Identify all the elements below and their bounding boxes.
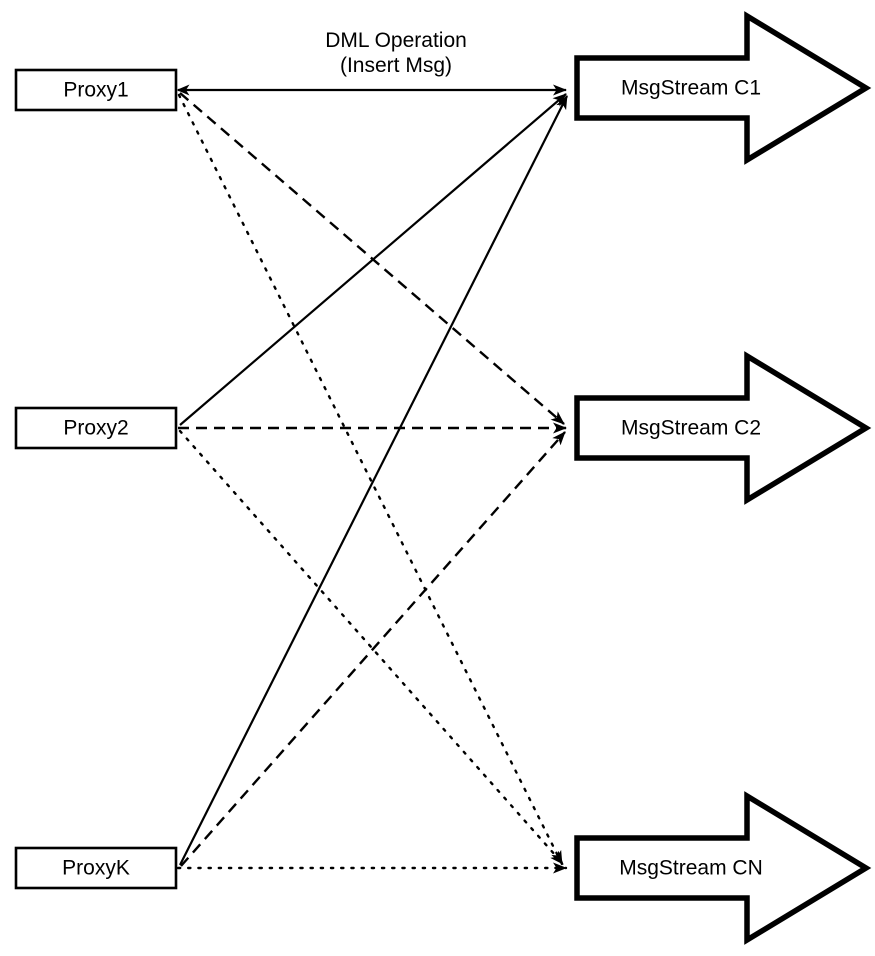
node-proxyk[interactable]: ProxyK xyxy=(14,846,178,890)
edge-annotation-dml-operation: DML Operation (Insert Msg) xyxy=(325,29,467,77)
stream-c1-arrow-shape[interactable] xyxy=(574,11,872,165)
proxyk-box[interactable] xyxy=(14,846,178,890)
stream-c1-label: MsgStream C1 xyxy=(621,77,761,100)
proxy-node-group: Proxy1 Proxy2 ProxyK xyxy=(14,68,178,890)
stream-c2-arrow-shape[interactable] xyxy=(574,351,872,505)
proxy2-label: Proxy2 xyxy=(63,417,128,440)
edge-proxyk-to-stream-c1[interactable] xyxy=(179,95,568,866)
node-stream-c2[interactable]: MsgStream C2 xyxy=(574,351,872,505)
proxy1-box[interactable] xyxy=(14,68,178,112)
node-proxy1[interactable]: Proxy1 xyxy=(14,68,178,112)
edge-proxy2-to-stream-c1[interactable] xyxy=(179,93,567,426)
node-stream-cn[interactable]: MsgStream CN xyxy=(574,791,872,945)
stream-node-group: MsgStream C1 MsgStream C2 MsgStream CN xyxy=(574,11,872,945)
annotation-line-2: (Insert Msg) xyxy=(340,54,452,77)
proxy2-box[interactable] xyxy=(14,406,178,450)
edge-proxy2-to-stream-cn[interactable] xyxy=(178,429,565,866)
node-proxy2[interactable]: Proxy2 xyxy=(14,406,178,450)
proxyk-label: ProxyK xyxy=(62,857,130,880)
annotation-line-1: DML Operation xyxy=(325,29,467,52)
stream-cn-label: MsgStream CN xyxy=(619,857,763,880)
edge-proxyk-to-stream-c2[interactable] xyxy=(180,431,566,867)
node-stream-c1[interactable]: MsgStream C1 xyxy=(574,11,872,165)
stream-c2-label: MsgStream C2 xyxy=(621,417,761,440)
edge-proxy1-to-stream-cn[interactable] xyxy=(177,93,564,866)
edge-proxy1-to-stream-c2[interactable] xyxy=(179,92,565,425)
stream-cn-arrow-shape[interactable] xyxy=(574,791,872,945)
proxy1-label: Proxy1 xyxy=(63,79,128,102)
edge-layer xyxy=(176,84,568,874)
